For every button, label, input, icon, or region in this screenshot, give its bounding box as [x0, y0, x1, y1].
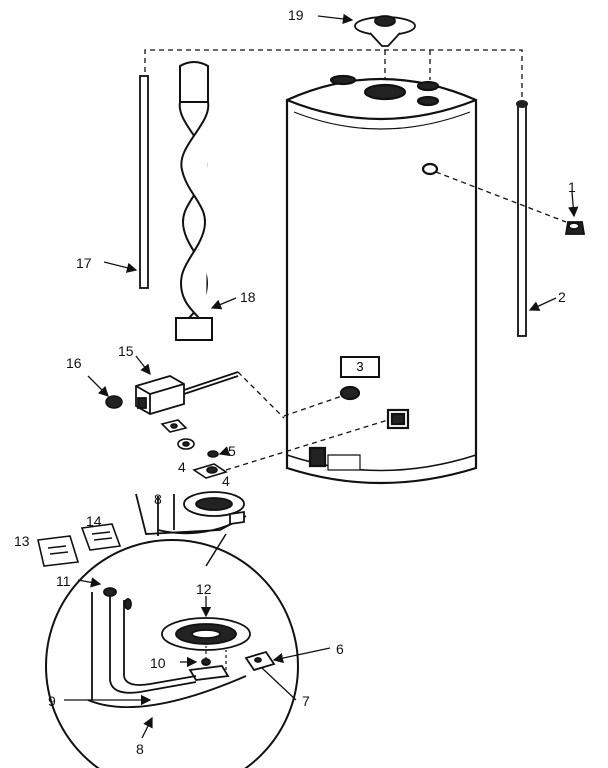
leader-19	[317, 13, 354, 25]
leader-17	[103, 261, 138, 273]
leader-7	[261, 667, 297, 701]
leader-1	[568, 191, 579, 218]
leader-16	[87, 375, 109, 397]
control-dashes	[237, 371, 285, 419]
part-label-15: 15	[118, 343, 134, 359]
relief-valve	[564, 221, 586, 235]
fitting-tank-dashes	[225, 419, 389, 471]
burner-assembly-upper	[135, 491, 247, 536]
anode-rod	[139, 75, 149, 289]
part-label-13: 13	[14, 533, 30, 549]
leader-2	[528, 297, 557, 311]
leader-15	[135, 355, 151, 376]
part-label-8b: 8	[136, 741, 144, 757]
part-label-18: 18	[240, 289, 256, 305]
burner-detail-circle	[45, 539, 299, 768]
leader-5	[218, 446, 231, 457]
part-label-11: 11	[56, 573, 71, 589]
leader-8	[141, 716, 153, 739]
part-label-6: 6	[336, 641, 344, 657]
part-label-3: 3	[340, 356, 380, 378]
leader-11	[77, 577, 102, 588]
fittings-stack	[160, 419, 228, 479]
part-label-2: 2	[558, 289, 566, 305]
dip-tube	[516, 100, 528, 337]
flue-baffle-cap	[354, 15, 416, 47]
part-label-16: 16	[66, 355, 82, 371]
part-label-10: 10	[150, 655, 166, 671]
part-label-9: 9	[48, 693, 56, 709]
control-knob	[105, 395, 123, 409]
part-label-7: 7	[302, 693, 310, 709]
connector-to-detail	[205, 533, 227, 567]
part-label-4b: 4	[222, 473, 230, 489]
gas-control-valve	[135, 371, 239, 415]
water-heater-tank	[285, 74, 478, 485]
part-label-8a: 8	[154, 491, 162, 507]
part-label-14: 14	[86, 513, 102, 529]
part-label-5: 5	[228, 443, 236, 459]
leader-6	[272, 647, 331, 664]
part-label-4a: 4	[178, 459, 186, 475]
outer-door	[80, 523, 122, 551]
inner-door	[37, 535, 80, 567]
control-tank-dashes	[283, 395, 343, 417]
twisted-flue-baffle	[175, 61, 213, 341]
leader-18	[210, 297, 237, 310]
part-label-12: 12	[196, 581, 212, 597]
part-label-19: 19	[288, 7, 304, 23]
part-label-1: 1	[568, 179, 576, 195]
part-label-17: 17	[76, 255, 92, 271]
